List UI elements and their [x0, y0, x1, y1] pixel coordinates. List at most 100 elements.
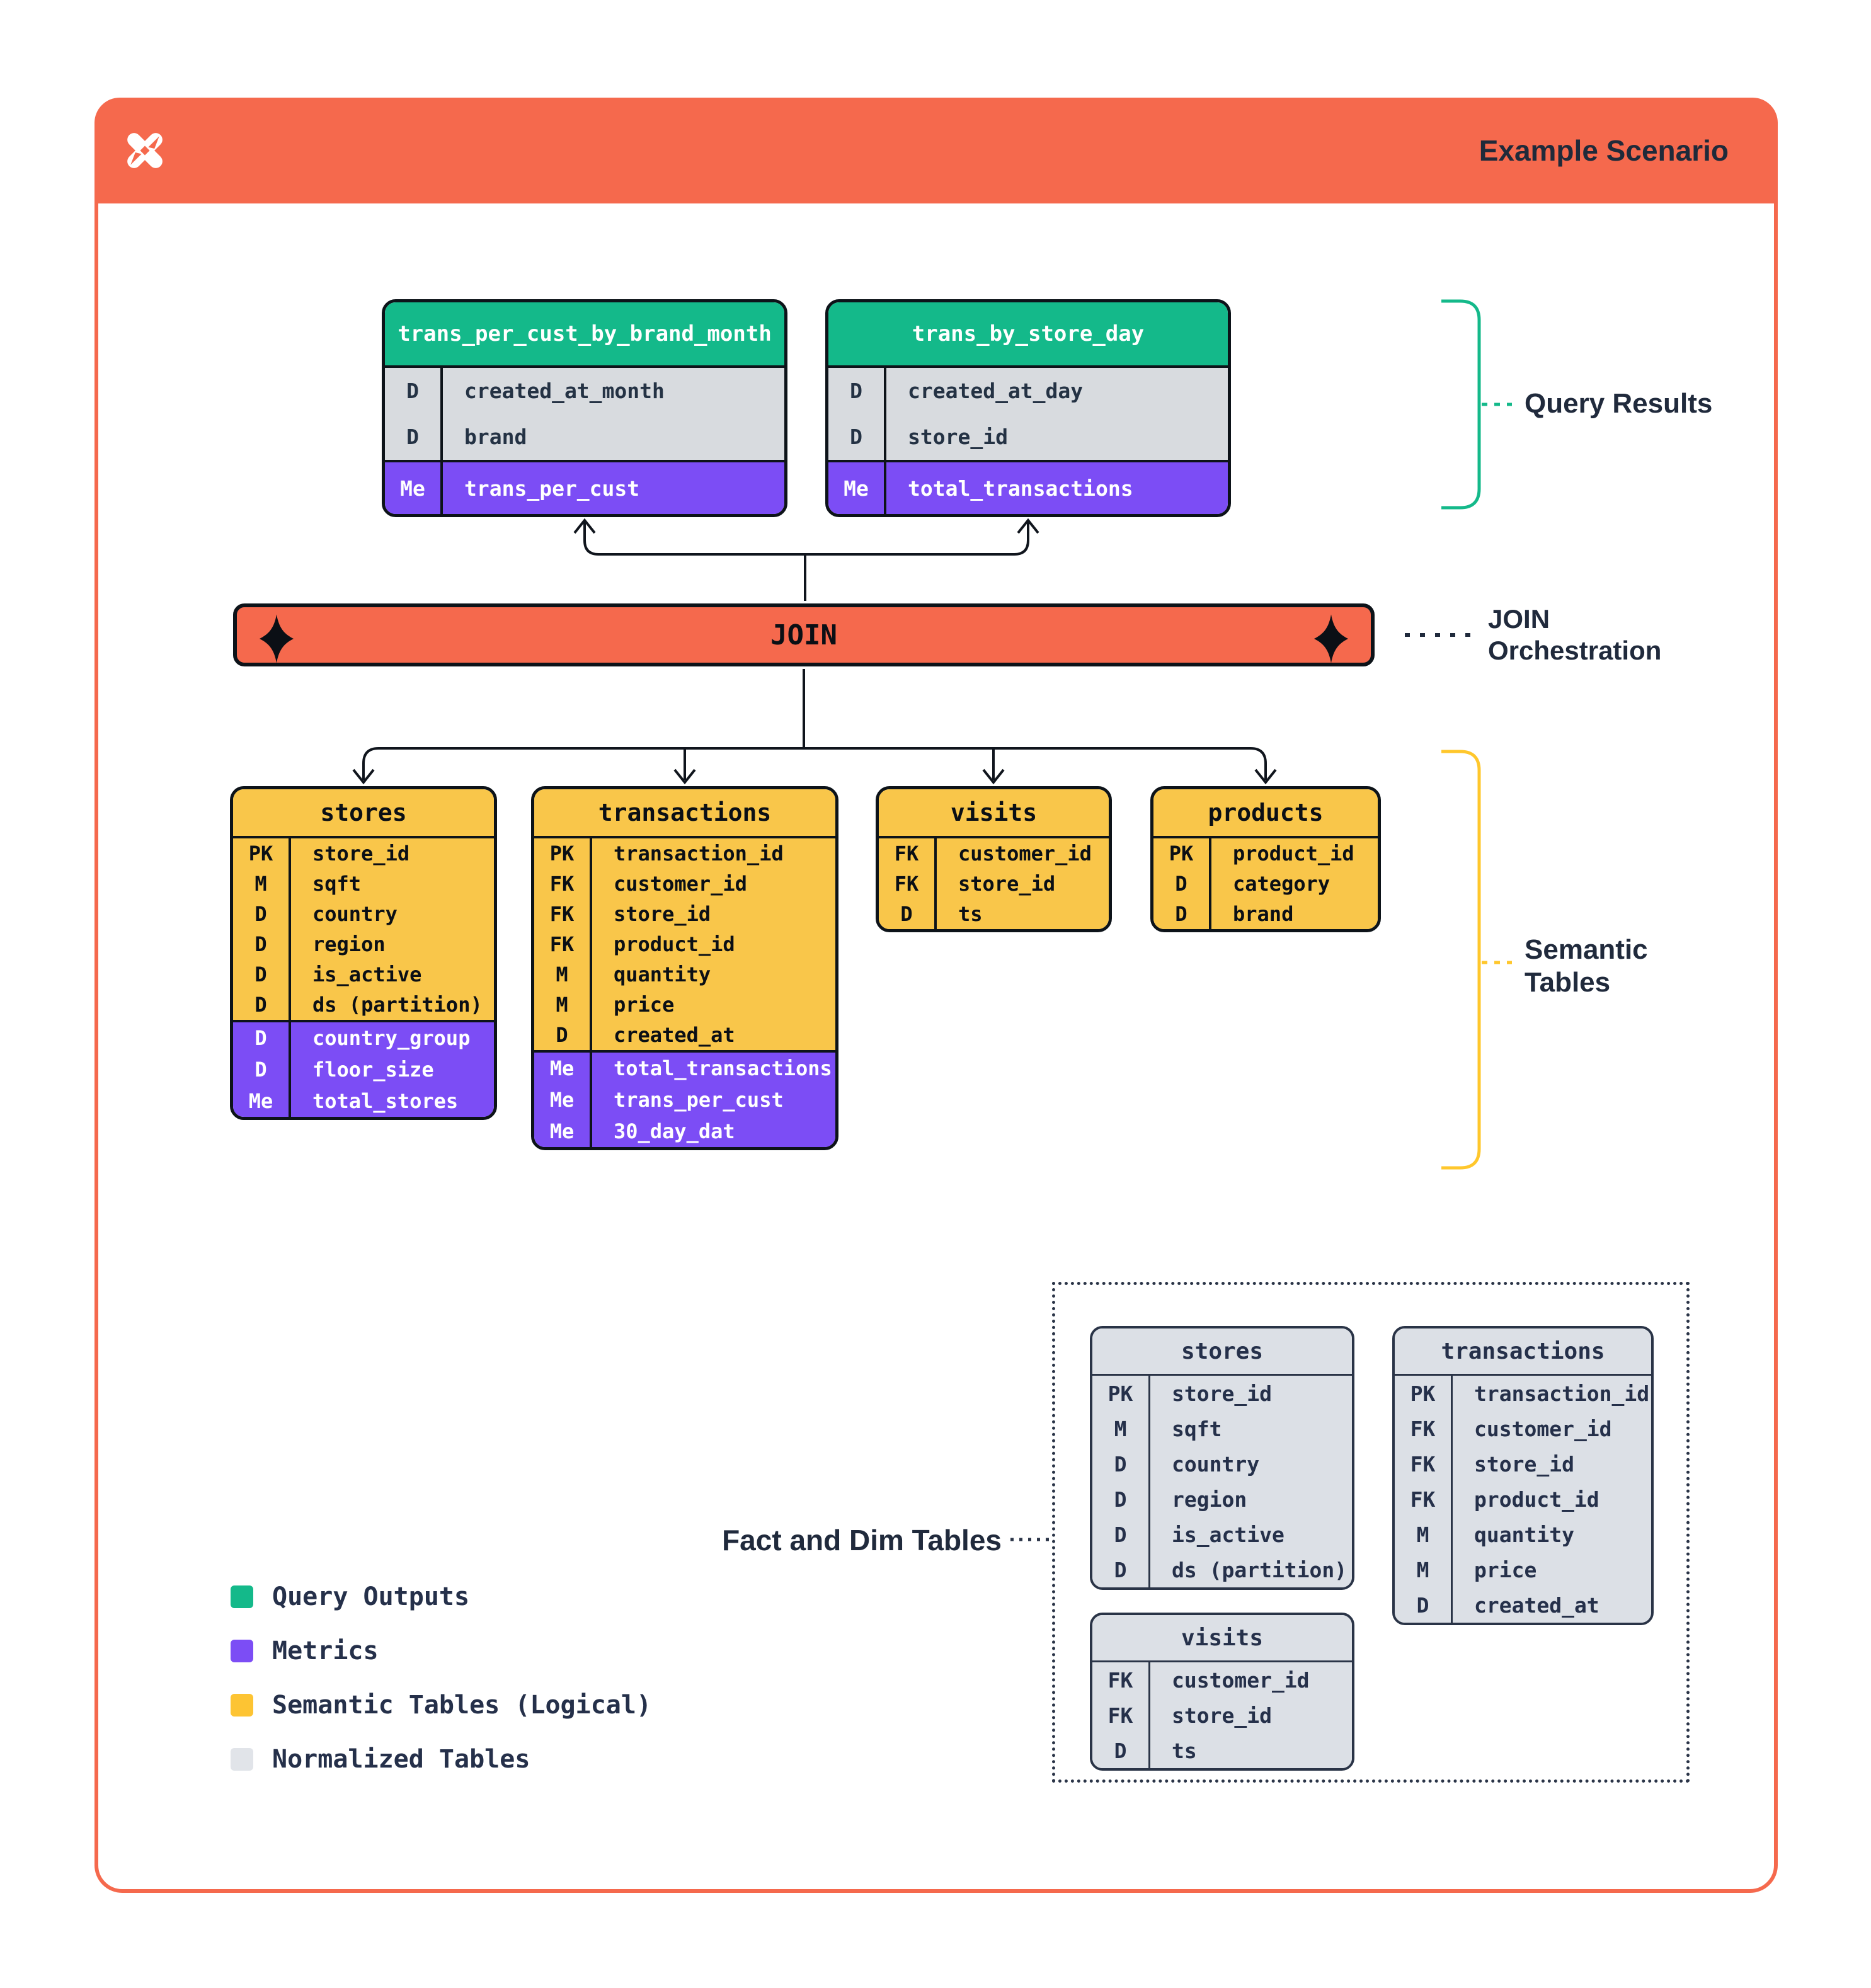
legend-item: Metrics: [231, 1637, 651, 1665]
row-field: ds (partition): [1172, 1557, 1347, 1582]
row-key: D: [1092, 1517, 1150, 1552]
row-field: store_id: [908, 425, 1008, 449]
row-key: Me: [385, 462, 443, 514]
row-key: D: [233, 929, 291, 959]
row-key: PK: [1395, 1376, 1453, 1411]
legend-swatch-icon: [231, 1748, 253, 1771]
query-results-label: Query Results: [1525, 388, 1713, 419]
row-key: M: [1395, 1517, 1453, 1552]
row-field: region: [1172, 1487, 1247, 1512]
row-field: created_at_day: [908, 379, 1084, 403]
row-key: D: [879, 899, 937, 929]
legend-label: Metrics: [272, 1637, 379, 1665]
row-field: sqft: [312, 872, 362, 896]
row-field: sqft: [1172, 1416, 1222, 1441]
row-key: D: [1153, 869, 1211, 899]
row-key: Me: [534, 1116, 592, 1147]
row-key: D: [233, 899, 291, 929]
table-title: trans_by_store_day: [828, 302, 1228, 368]
table-row: PK store_id: [1092, 1376, 1352, 1411]
row-field: is_active: [1172, 1522, 1285, 1547]
row-key: Me: [534, 1084, 592, 1116]
row-key: PK: [534, 838, 592, 869]
row-field: customer_id: [1172, 1667, 1310, 1693]
join-orchestration-bar: JOIN: [233, 603, 1375, 666]
row-key: PK: [1092, 1376, 1150, 1411]
fact-and-dim-label: Fact and Dim Tables: [722, 1524, 1002, 1557]
row-key: PK: [1153, 838, 1211, 869]
table-row: FK customer_id: [879, 838, 1109, 869]
row-field: total_transactions: [908, 476, 1133, 501]
table-title: stores: [233, 789, 494, 838]
join-orchestration-label-line1: JOIN: [1488, 604, 1550, 634]
table-title: trans_per_cust_by_brand_month: [385, 302, 784, 368]
row-field: trans_per_cust: [614, 1088, 784, 1112]
row-key: D: [385, 414, 443, 460]
row-key: M: [534, 959, 592, 990]
row-field: created_at: [1474, 1592, 1599, 1618]
row-key: M: [534, 990, 592, 1020]
row-field: 30_day_dat: [614, 1119, 735, 1143]
row-key: FK: [879, 838, 937, 869]
row-field: product_id: [1474, 1487, 1599, 1512]
row-field: store_id: [958, 872, 1056, 896]
row-key: FK: [534, 869, 592, 899]
row-field: store_id: [1474, 1451, 1574, 1477]
row-key: FK: [534, 899, 592, 929]
page-title: Example Scenario: [1479, 134, 1729, 167]
row-field: brand: [1233, 902, 1294, 926]
legend-swatch-icon: [231, 1585, 253, 1608]
table-row: Me trans_per_cust: [534, 1084, 835, 1116]
row-key: D: [233, 959, 291, 990]
legend-label: Semantic Tables (Logical): [272, 1691, 652, 1720]
row-key: D: [233, 990, 291, 1020]
row-field: ds (partition): [312, 993, 483, 1017]
row-field: store_id: [312, 842, 410, 865]
row-key: FK: [534, 929, 592, 959]
row-key: FK: [1092, 1698, 1150, 1733]
row-field: store_id: [614, 902, 711, 926]
row-key: M: [1395, 1552, 1453, 1587]
title-bar: Example Scenario: [94, 98, 1778, 203]
row-field: customer_id: [958, 842, 1092, 865]
row-field: price: [1474, 1557, 1537, 1582]
diamond-star-icon: [1313, 614, 1349, 663]
row-field: store_id: [1172, 1381, 1272, 1406]
row-key: D: [233, 1054, 291, 1085]
row-field: total_transactions: [614, 1056, 832, 1080]
row-field: customer_id: [1474, 1416, 1612, 1441]
